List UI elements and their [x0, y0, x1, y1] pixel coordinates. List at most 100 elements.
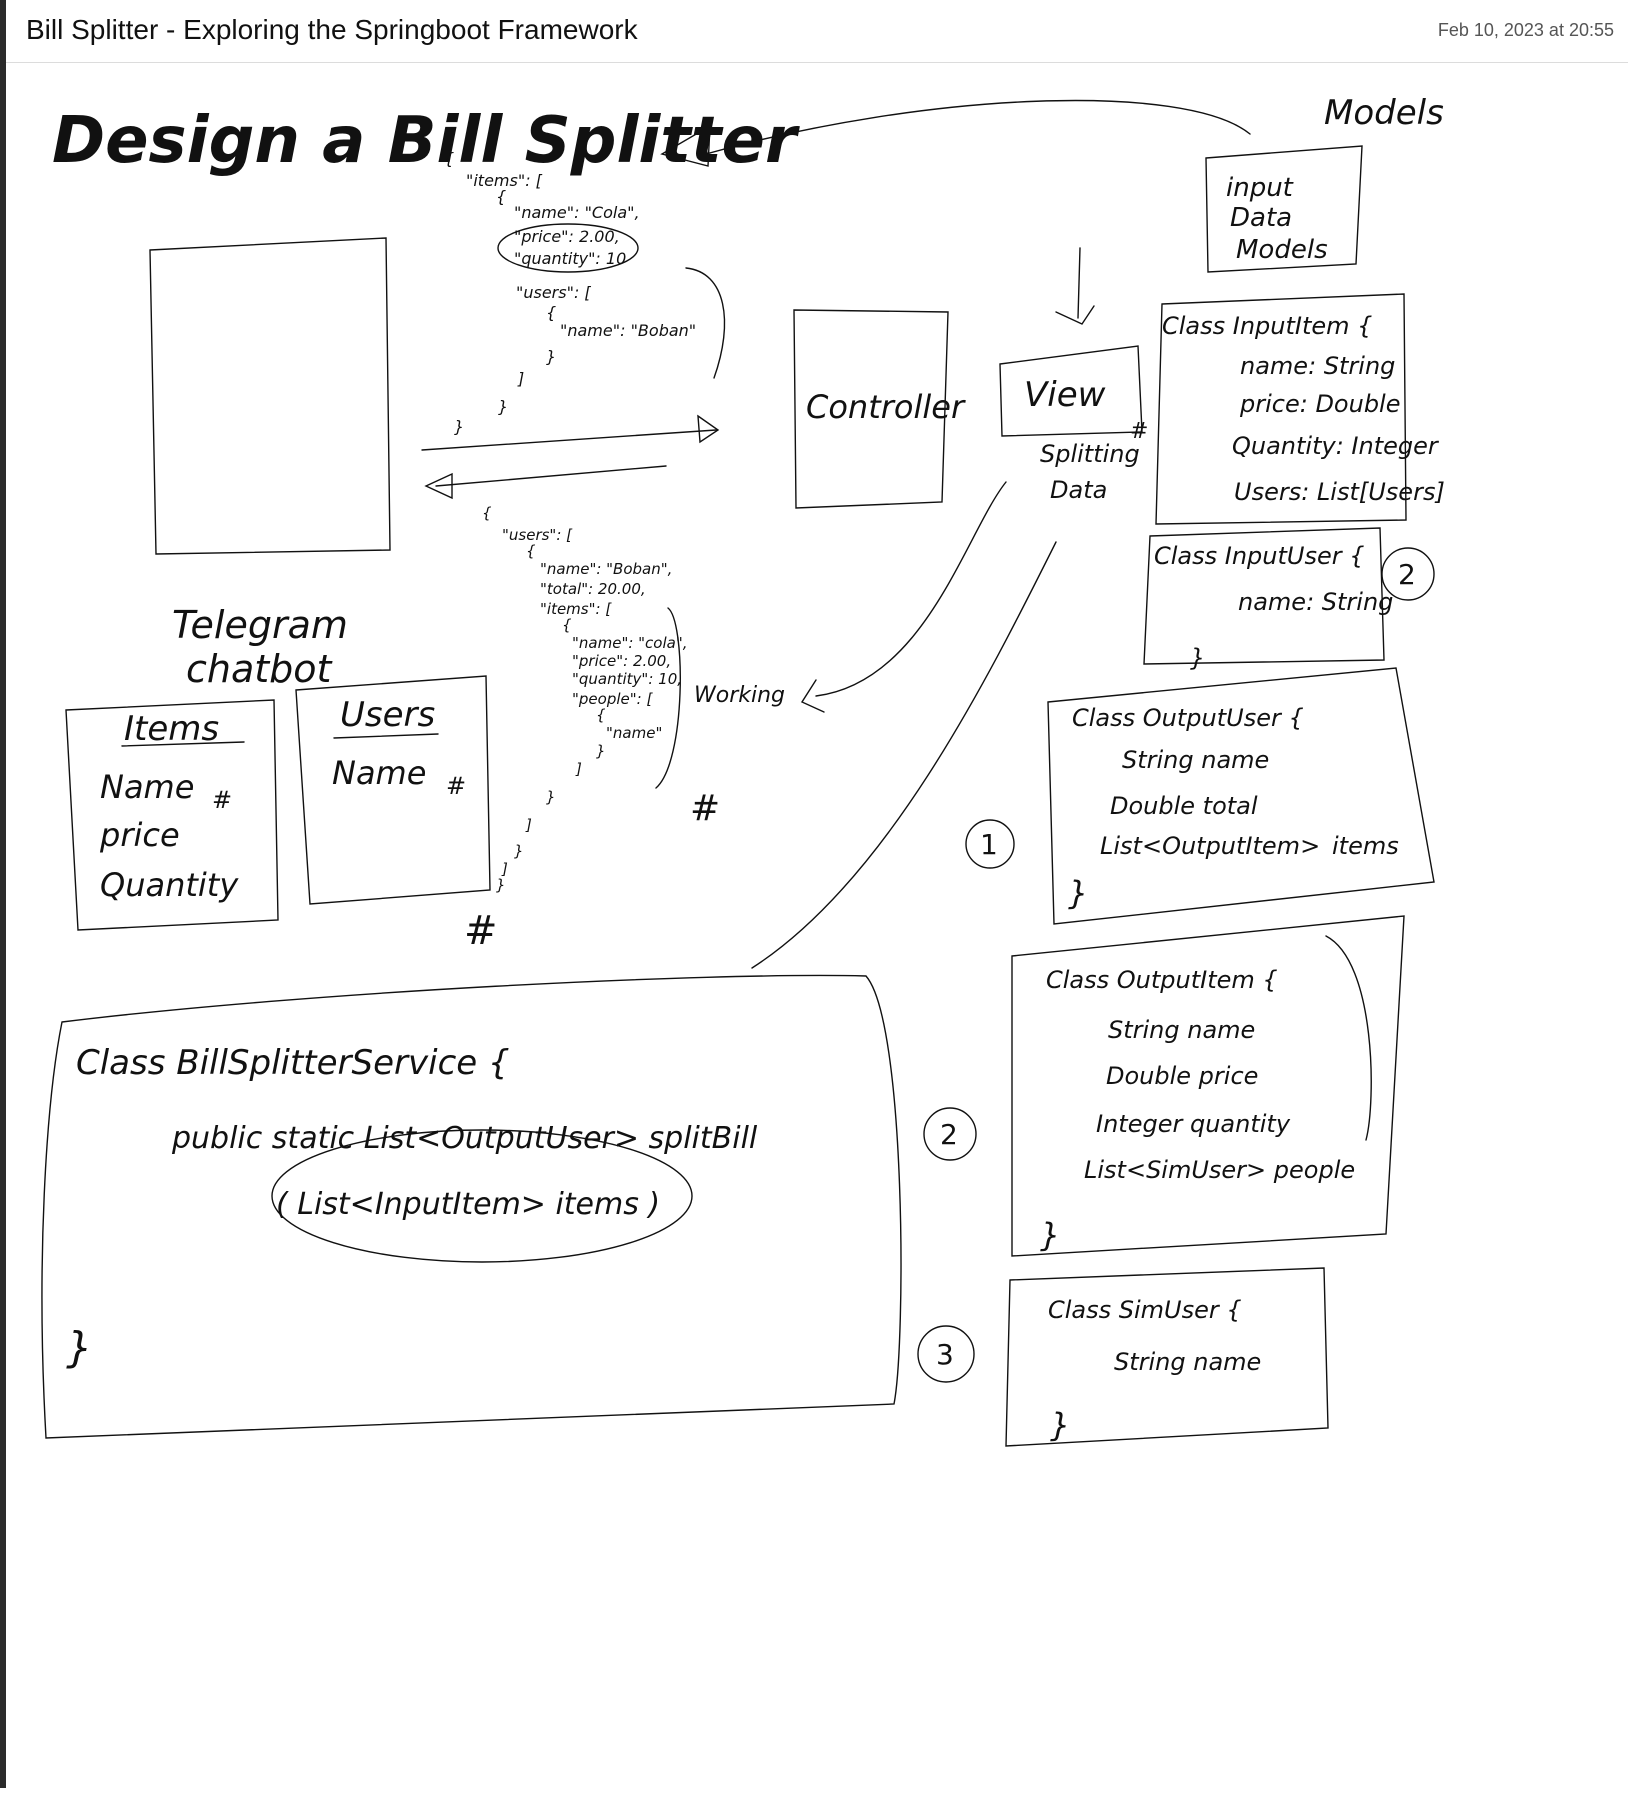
hash-items: # [212, 786, 232, 814]
note-header: Bill Splitter - Exploring the Springboot… [6, 0, 1628, 63]
request-json: { "items": [ { "name": "Cola", "price": … [444, 149, 696, 436]
svg-text:"name": "Boban": "name": "Boban" [560, 321, 696, 340]
json-price-circle [497, 223, 639, 273]
circle-2 [923, 1107, 977, 1161]
input-data-models-2: Models [1236, 235, 1328, 265]
svg-text:"users": [: "users": [ [516, 283, 591, 302]
circle-2-label: 2 [940, 1118, 958, 1151]
circle-3-label: 3 [936, 1338, 954, 1371]
sketch-heading: Design a Bill Splitter [52, 104, 800, 178]
class-sim-user-box [1005, 1267, 1329, 1447]
hash-working: # [690, 788, 720, 829]
telegram-label-1: chatbot [186, 647, 334, 691]
items-field-quantity: Quantity [100, 866, 239, 904]
svg-text:}: } [498, 397, 508, 416]
svg-text:}: } [454, 417, 464, 436]
items-field-name: Name [100, 768, 194, 806]
svg-text:price: Double: price: Double [1239, 390, 1401, 418]
svg-text:( List<InputItem> items ): ( List<InputItem> items ) [276, 1187, 660, 1222]
svg-text:{: { [546, 303, 556, 322]
class-input-item-text: Class InputItem { name: String price: Do… [1162, 312, 1445, 506]
class-output-user-box [1047, 667, 1435, 925]
hash-view: # [1130, 419, 1148, 444]
svg-text:Class BillSplitterService {: Class BillSplitterService { [76, 1043, 510, 1083]
svg-text:"quantity": 10: "quantity": 10 [514, 249, 626, 268]
circle-1-label: 1 [980, 828, 998, 861]
svg-text:name: String: name: String [1238, 588, 1393, 616]
svg-text:Quantity: Integer: Quantity: Integer [1232, 432, 1440, 460]
svg-text:}: } [496, 876, 506, 894]
service-params-circle [271, 1129, 693, 1263]
view-note-splitting: Splitting [1040, 440, 1140, 468]
svg-text:{: { [444, 149, 454, 168]
sketch-svg: Design a Bill Splitter Models input Data… [41, 93, 1445, 1447]
svg-text:"items": [: "items": [ [540, 600, 612, 618]
svg-text:}: } [546, 788, 556, 806]
class-output-item-box [1011, 915, 1405, 1257]
service-text: Class BillSplitterService { public stati… [66, 1043, 758, 1372]
svg-text:Class InputUser {: Class InputUser { [1154, 542, 1365, 570]
svg-text:"items": [: "items": [ [466, 171, 543, 190]
request-arrow [421, 429, 717, 451]
class-input-item-box [1155, 293, 1407, 525]
phone-screen-rect [149, 237, 391, 555]
svg-text:Double total: Double total [1110, 792, 1258, 820]
working-arrowhead [800, 679, 825, 713]
models-arrowhead [660, 124, 711, 167]
svg-text:List<OutputItem>: List<OutputItem> [1100, 832, 1320, 860]
svg-text:Users: List[Users]: Users: List[Users] [1234, 478, 1445, 506]
svg-text:]: ] [501, 860, 508, 878]
svg-text:"name": "Cola",: "name": "Cola", [514, 203, 640, 222]
view-down-arrow [1077, 247, 1081, 319]
telegram-label-0: Telegram [172, 603, 348, 647]
svg-text:}: } [66, 1323, 93, 1372]
users-box [295, 675, 491, 905]
svg-text:]: ] [517, 369, 524, 388]
svg-text:Integer quantity: Integer quantity [1096, 1110, 1291, 1138]
request-arrowhead [697, 414, 720, 444]
hash-json: # [464, 908, 498, 954]
svg-text:"total": 20.00,: "total": 20.00, [540, 580, 646, 598]
svg-text:List<SimUser> people: List<SimUser> people [1084, 1156, 1355, 1184]
svg-text:}: } [1068, 874, 1088, 912]
svg-text:]: ] [525, 816, 532, 834]
svg-text:items: items [1332, 832, 1399, 860]
users-box-title: Users [340, 695, 435, 735]
models-arrow-curve [705, 99, 1251, 155]
models-label: Models [1324, 93, 1444, 133]
svg-text:}: } [1040, 1216, 1060, 1254]
json-brace-top [685, 267, 726, 379]
class-output-item-text: Class OutputItem { String name Double pr… [1040, 966, 1355, 1254]
svg-text:String name: String name [1108, 1016, 1255, 1044]
circle-1 [965, 819, 1015, 869]
class-input-user-text: Class InputUser { name: String } [1154, 542, 1393, 672]
view-label: View [1024, 375, 1106, 415]
controller-box [793, 309, 949, 509]
view-note-data: Data [1050, 476, 1107, 504]
svg-text:{: { [596, 706, 606, 724]
svg-text:}: } [1050, 1406, 1070, 1444]
response-arrowhead [424, 472, 453, 500]
svg-text:"users": [: "users": [ [502, 526, 573, 544]
svg-text:Class OutputItem {: Class OutputItem { [1046, 966, 1278, 994]
note-date: Feb 10, 2023 at 20:55 [1437, 20, 1614, 40]
input-data-models-0: input [1226, 173, 1294, 203]
input-data-models-1: Data [1230, 203, 1292, 233]
svg-text:Class OutputUser {: Class OutputUser { [1072, 704, 1304, 732]
svg-text:"price": 2.00,: "price": 2.00, [514, 227, 620, 246]
svg-text:public static List<OutputUser>: public static List<OutputUser> splitBill [171, 1121, 758, 1156]
drawing-canvas[interactable]: Design a Bill Splitter Models input Data… [6, 62, 1628, 1788]
svg-text:"name": "cola",: "name": "cola", [572, 634, 688, 652]
json-brace-bottom [655, 607, 681, 789]
svg-text:"people": [: "people": [ [572, 690, 653, 708]
items-underline [121, 741, 245, 747]
svg-text:name: String: name: String [1240, 352, 1395, 380]
svg-text:Class InputItem {: Class InputItem { [1162, 312, 1372, 340]
svg-text:}: } [1190, 644, 1205, 672]
items-box [65, 699, 279, 931]
response-json: { "users": [ { "name": "Boban", "total":… [482, 504, 688, 894]
svg-text:"name": "name" [606, 724, 662, 742]
class-output-user-text: Class OutputUser { String name Double to… [1068, 704, 1399, 912]
note-title: Bill Splitter - Exploring the Springboot… [26, 14, 638, 45]
window-left-edge [0, 0, 6, 1788]
